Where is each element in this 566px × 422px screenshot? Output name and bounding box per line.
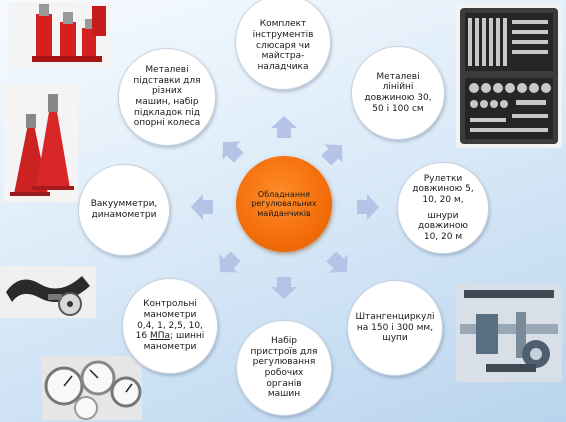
node-top-right-label: Металеві лінійні довжиною 30, 50 і 100 с… (364, 71, 432, 114)
node-top-left: Металеві підставки для різних машин, наб… (118, 48, 216, 146)
arrow-up-right (317, 135, 352, 170)
arrow-up-left (213, 132, 248, 167)
center-label: Обладнання регулювальних майданчиків (251, 189, 317, 218)
arrow-down-right (322, 247, 357, 282)
jack-stands-photo (4, 84, 78, 202)
node-bottom-left-unit: МПа (150, 331, 171, 342)
node-left-label: Вакуумметри, динамометри (90, 199, 158, 220)
calipers-photo (456, 284, 562, 382)
node-top-left-label: Металеві підставки для різних машин, наб… (133, 65, 201, 129)
node-top-label: Комплект інструментів слюсаря чи майстра… (252, 19, 314, 72)
node-top-right: Металеві лінійні довжиною 30, 50 і 100 с… (351, 46, 445, 140)
arrow-right (357, 194, 379, 220)
node-left: Вакуумметри, динамометри (78, 164, 170, 256)
node-bottom-left-label: Контрольні манометри 0,4, 1, 2,5, 10, 16… (135, 299, 205, 352)
node-bottom-left: Контрольні манометри 0,4, 1, 2,5, 10, 16… (122, 278, 218, 374)
node-right-label-line1: Рулетки довжиною 5, 10, 20 м, (412, 173, 474, 205)
center-circle: Обладнання регулювальних майданчиків (236, 156, 332, 252)
node-bottom-right-label: Штангенциркулі на 150 і 300 мм, щупи (355, 312, 435, 344)
node-bottom-left-tail: ; шинні манометри (143, 331, 205, 352)
arrow-up (271, 116, 297, 138)
node-bottom-left-main: Контрольні манометри 0,4, 1, 2,5, 10, 16 (135, 299, 203, 342)
node-bottom-label: Набір пристроїв для регулювання робочих … (250, 336, 318, 400)
hydraulic-jacks-photo (8, 2, 112, 68)
node-right-label-line2: шнури довжиною 10, 20 м (418, 210, 468, 242)
node-bottom-right: Штангенциркулі на 150 і 300 мм, щупи (347, 280, 443, 376)
node-top: Комплект інструментів слюсаря чи майстра… (235, 0, 331, 90)
node-bottom: Набір пристроїв для регулювання робочих … (236, 320, 332, 416)
arrow-left (191, 194, 213, 220)
arrow-down (271, 277, 297, 299)
manometers-photo (42, 356, 142, 420)
tape-measures-photo (0, 266, 96, 318)
arrow-down-left (210, 247, 245, 282)
toolbox-photo (456, 4, 562, 148)
node-right: Рулетки довжиною 5, 10, 20 м, шнури довж… (397, 162, 489, 254)
